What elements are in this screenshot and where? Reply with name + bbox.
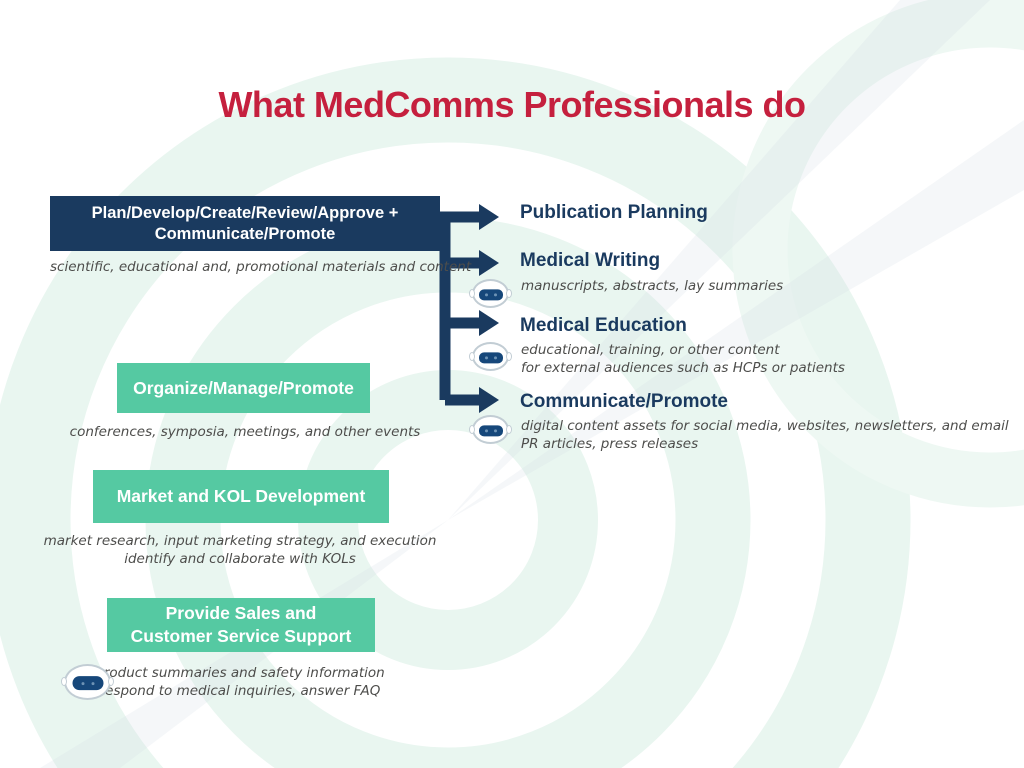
robot-icon	[469, 279, 512, 308]
root-activity-box: Plan/Develop/Create/Review/Approve + Com…	[50, 196, 440, 251]
root-activity-line2: Communicate/Promote	[154, 224, 336, 243]
organize-manage-promote-label: Organize/Manage/Promote	[133, 377, 354, 398]
root-activity-note: scientific, educational and, promotional…	[50, 259, 472, 275]
communicate-promote-note-1: digital content assets for social media,…	[521, 418, 1009, 434]
robot-visor	[478, 351, 503, 363]
sales-support-line1: Provide Sales and	[165, 603, 317, 623]
branch-communicate-promote: Communicate/Promote	[520, 391, 728, 412]
arrow-head-icon-1	[479, 204, 499, 230]
market-kol-development-box: Market and KOL Development	[93, 470, 389, 523]
arrow-head-icon-2	[479, 250, 499, 276]
root-activity-line1: Plan/Develop/Create/Review/Approve +	[91, 203, 399, 222]
sales-support-note-2: respond to medical inquiries, answer FAQ	[99, 683, 381, 699]
robot-visor	[478, 424, 503, 436]
branch-medical-education: Medical Education	[520, 315, 687, 336]
page-title: What MedComms Professionals do	[218, 84, 806, 125]
sales-support-box: Provide Sales and Customer Service Suppo…	[107, 598, 375, 652]
branch-medical-writing: Medical Writing	[520, 250, 661, 271]
robot-head	[469, 415, 512, 444]
sales-support-line2: Customer Service Support	[130, 626, 352, 646]
robot-visor	[72, 676, 103, 691]
robot-head	[61, 664, 114, 700]
robot-icon	[61, 664, 114, 700]
robot-icon	[469, 415, 512, 444]
branch-publication-planning: Publication Planning	[520, 202, 708, 223]
medical-writing-note: manuscripts, abstracts, lay summaries	[521, 278, 784, 294]
medical-education-note-2: for external audiences such as HCPs or p…	[521, 360, 845, 376]
flow-connector	[436, 204, 499, 413]
sales-support-note-1: product summaries and safety information	[95, 665, 385, 681]
market-kol-note-2: identify and collaborate with KOLs	[124, 551, 356, 567]
robot-head	[469, 342, 512, 371]
medical-education-note-1: educational, training, or other content	[521, 342, 780, 358]
robot-icon	[469, 342, 512, 371]
robot-head	[469, 279, 512, 308]
robot-visor	[478, 288, 503, 300]
organize-note: conferences, symposia, meetings, and oth…	[69, 424, 421, 440]
market-kol-development-label: Market and KOL Development	[116, 486, 366, 506]
organize-manage-promote-box: Organize/Manage/Promote	[117, 363, 370, 413]
communicate-promote-note-2: PR articles, press releases	[521, 436, 699, 452]
arrow-head-icon-3	[479, 310, 499, 336]
market-kol-note-1: market research, input marketing strateg…	[43, 533, 437, 549]
arrow-head-icon-4	[479, 387, 499, 413]
